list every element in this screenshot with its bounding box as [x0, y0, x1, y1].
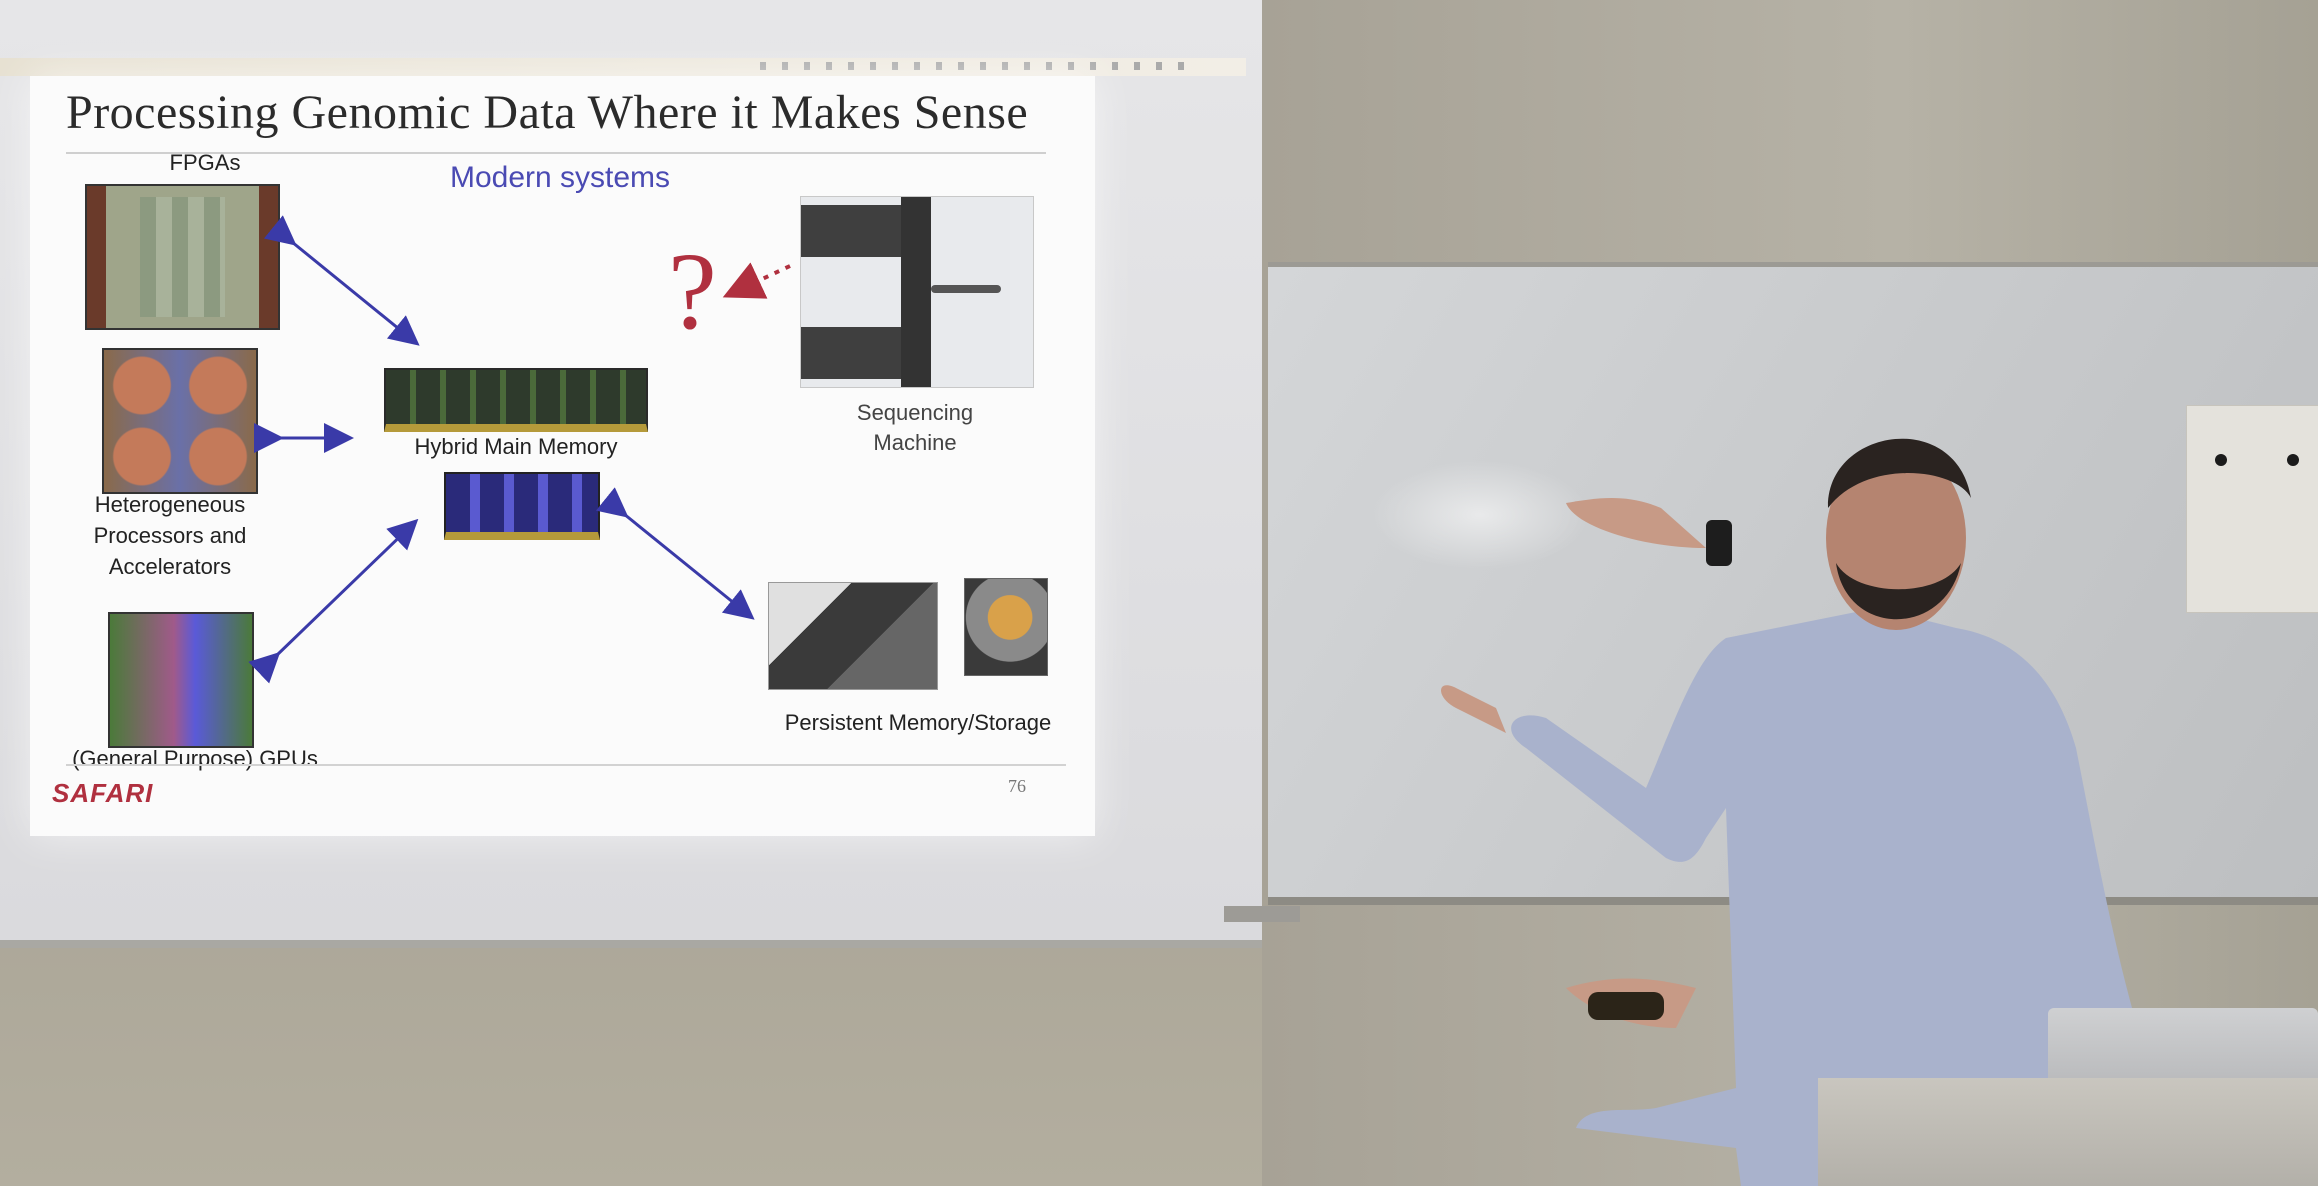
pin-dot — [2215, 454, 2227, 466]
sequencer-icon — [800, 196, 1034, 388]
projection-screen: Processing Genomic Data Where it Makes S… — [0, 0, 1262, 948]
fpga-chip-icon — [85, 184, 280, 330]
hard-disk-icon — [964, 578, 1048, 676]
arrow-memory-storage — [595, 487, 755, 620]
gpu-die-icon — [108, 612, 254, 748]
podium — [1818, 1078, 2318, 1186]
label-hetero-2: Processors and — [93, 523, 247, 548]
ssd-icon — [768, 582, 938, 690]
processor-die-icon — [102, 348, 258, 494]
label-gpus: (General Purpose) GPUs — [72, 746, 318, 771]
label-sequencer-2: Machine — [873, 430, 957, 455]
label-storage: Persistent Memory/Storage — [784, 710, 1052, 735]
arrow-fpga-memory — [263, 215, 420, 346]
label-hetero-3: Accelerators — [108, 554, 232, 579]
arrow-gpu-memory — [248, 518, 419, 684]
footer-divider — [66, 764, 1066, 766]
presenter-beard — [1836, 563, 1961, 620]
presenter-remote — [1588, 992, 1664, 1020]
projected-window-toolbar — [0, 58, 1246, 76]
presenter — [1441, 438, 2156, 1186]
pin-dot — [2287, 454, 2299, 466]
presentation-slide: Processing Genomic Data Where it Makes S… — [30, 76, 1095, 836]
question-mark: ? — [668, 230, 717, 352]
label-fpgas: FPGAs — [169, 150, 241, 175]
title-divider — [66, 152, 1046, 154]
presenter-arm — [1441, 685, 1506, 733]
wristwatch — [1706, 520, 1732, 566]
slide-title: Processing Genomic Data Where it Makes S… — [66, 86, 1029, 139]
slide-subtitle: Modern systems — [449, 161, 671, 194]
safari-logo: SAFARI — [52, 778, 154, 808]
screen-rail — [1224, 906, 1300, 922]
connection-arrows — [248, 215, 791, 684]
ram-module-icon — [384, 368, 648, 432]
presenter-hand-upper — [1566, 498, 1706, 548]
slide-page-number: 76 — [1008, 776, 1026, 796]
arrow-sequencer-dotted — [722, 262, 791, 299]
posted-paper — [2186, 405, 2318, 613]
label-sequencer-1: Sequencing — [856, 400, 974, 425]
presenter-shirt — [1511, 608, 2156, 1186]
laptop — [2048, 1008, 2318, 1088]
label-memory: Hybrid Main Memory — [414, 434, 618, 459]
label-hetero-1: Heterogeneous — [94, 492, 246, 517]
presenter-hair — [1827, 438, 1971, 508]
whiteboard-glare — [1370, 460, 1590, 570]
